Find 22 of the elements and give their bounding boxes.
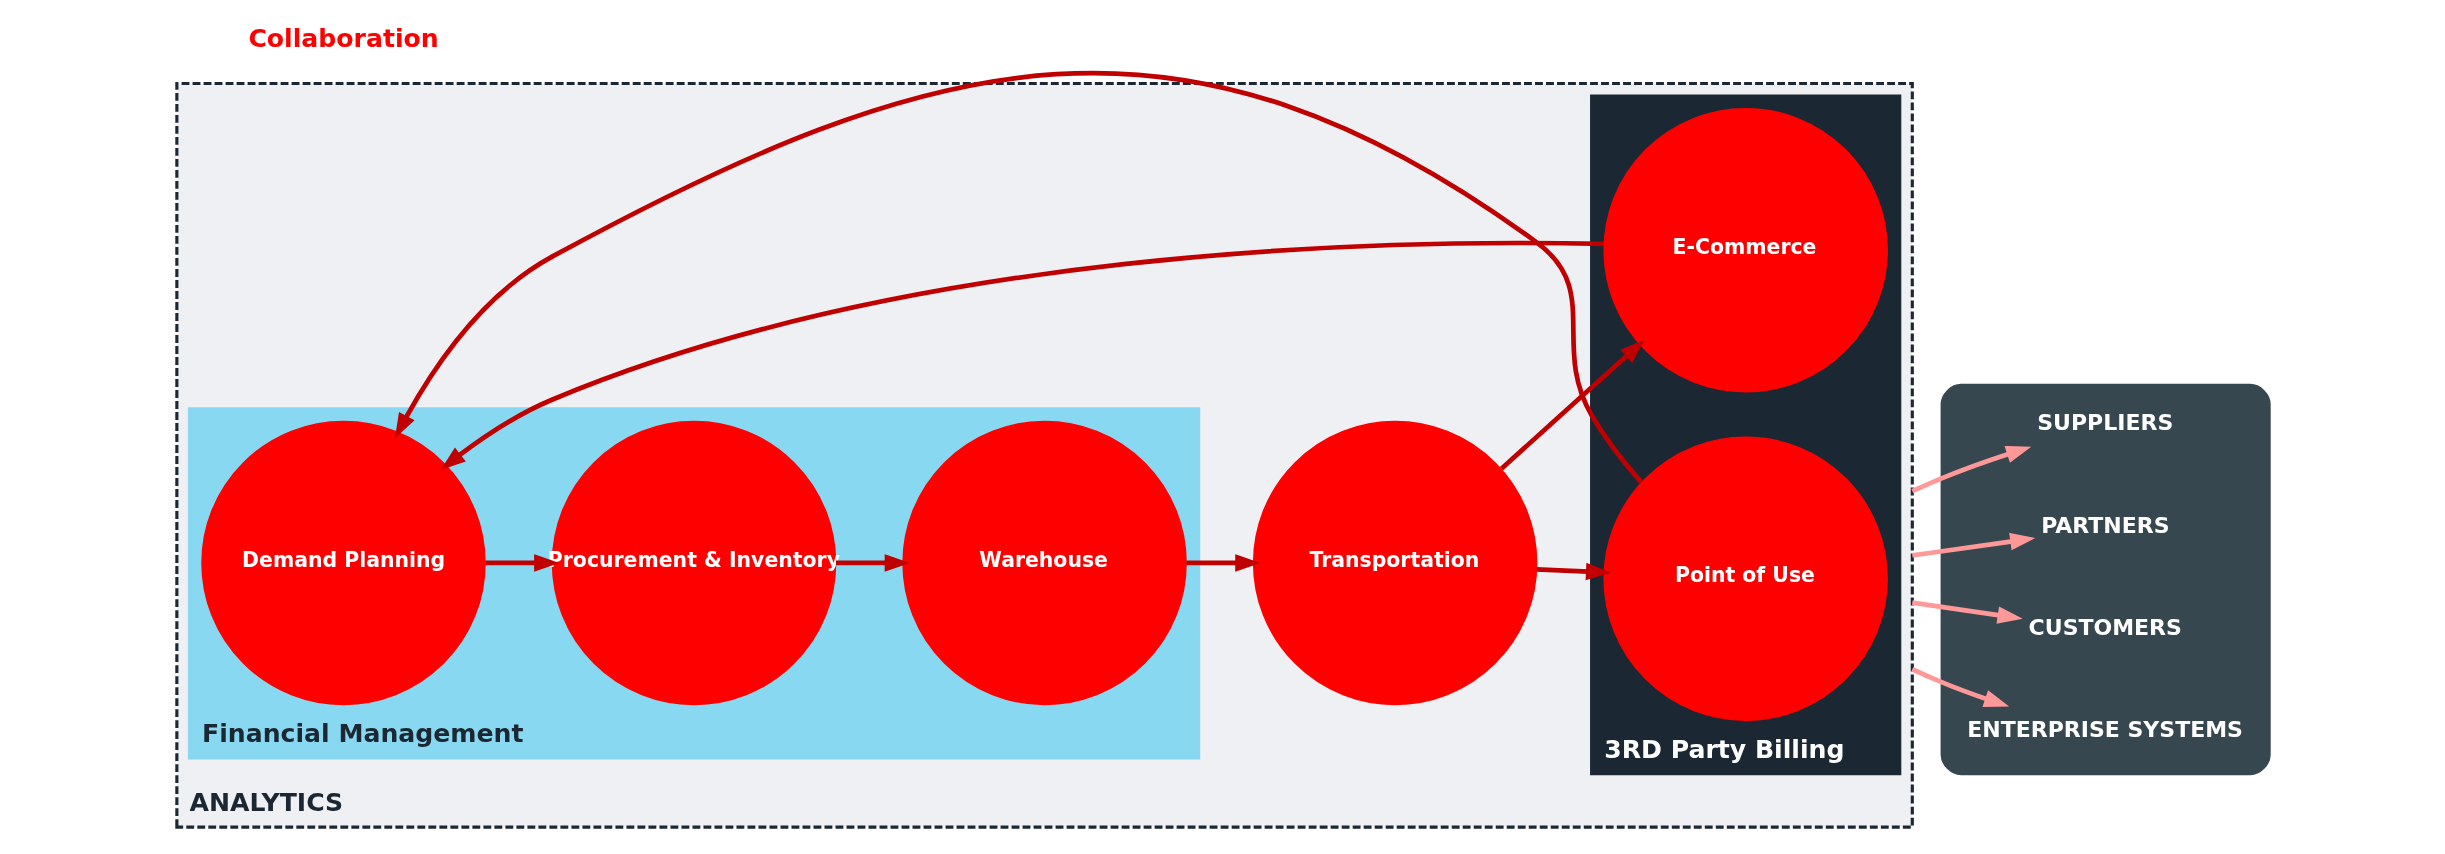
arrow	[1535, 562, 1611, 581]
node-text: ENTERPRISE SYSTEMS	[1966, 716, 2243, 742]
arrow	[1185, 554, 1260, 572]
arrow	[1911, 532, 2035, 558]
node-circle: Point of Use	[1602, 436, 1888, 721]
arrow	[1910, 667, 2009, 708]
node-circle: Demand Planning	[200, 420, 486, 706]
node-text: PARTNERS	[2040, 512, 2170, 538]
node-circle: Transportation	[1252, 420, 1537, 706]
arrow	[484, 554, 559, 572]
arrow	[1499, 339, 1645, 471]
arrow	[835, 554, 910, 572]
arrow	[394, 71, 1643, 484]
arrow	[440, 240, 1604, 470]
arrow	[1910, 445, 2031, 494]
node-text: CUSTOMERS	[2028, 614, 2182, 640]
node-circle: Warehouse	[901, 420, 1187, 706]
arrow	[1911, 600, 2023, 624]
label: Collaboration	[247, 24, 439, 54]
cluster	[1940, 383, 2271, 776]
node-circle: E-Commerce	[1602, 107, 1888, 393]
node-text: SUPPLIERS	[2036, 410, 2173, 436]
